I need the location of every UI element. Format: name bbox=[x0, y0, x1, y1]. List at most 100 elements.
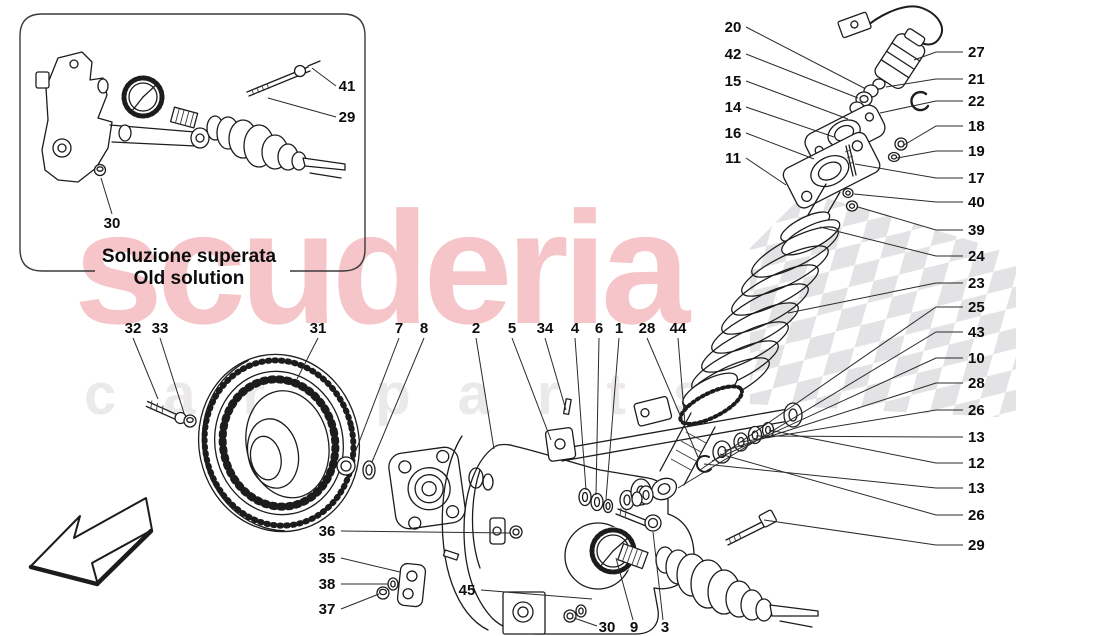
part-label-right-column-39[interactable]: 39 bbox=[968, 222, 985, 239]
part-label-top-row-44[interactable]: 44 bbox=[670, 320, 687, 337]
part-label-right-column-12[interactable]: 12 bbox=[968, 455, 985, 472]
leader-line-45 bbox=[480, 589, 593, 600]
part-label-right-column-17[interactable]: 17 bbox=[968, 170, 985, 187]
part-label-top-row-4[interactable]: 4 bbox=[571, 320, 580, 337]
part-label-top-row-5[interactable]: 5 bbox=[508, 320, 516, 337]
leader-line-5 bbox=[511, 337, 552, 441]
part-label-right-column-40[interactable]: 40 bbox=[968, 194, 985, 211]
leader-line-20 bbox=[745, 26, 865, 89]
part-label-bottom-30[interactable]: 30 bbox=[599, 619, 616, 636]
leader-line-3 bbox=[652, 531, 664, 621]
part-label-left-column-14[interactable]: 14 bbox=[725, 99, 742, 116]
leader-line-26 bbox=[740, 409, 963, 443]
shock-lower-body bbox=[631, 372, 744, 507]
part-label-right-column-23[interactable]: 23 bbox=[968, 275, 985, 292]
part-label-top-row-1[interactable]: 1 bbox=[615, 320, 623, 337]
leader-line-21 bbox=[885, 78, 963, 88]
part-label-top-row-7[interactable]: 7 bbox=[395, 320, 403, 337]
part-label-top-row-32[interactable]: 32 bbox=[125, 320, 142, 337]
leader-line-26 bbox=[719, 453, 963, 516]
leader-line-31 bbox=[296, 337, 319, 380]
part-label-inset-29[interactable]: 29 bbox=[339, 109, 356, 126]
brake-disc bbox=[197, 353, 361, 533]
part-label-bottom-35[interactable]: 35 bbox=[319, 550, 336, 567]
leader-line-28 bbox=[646, 337, 699, 458]
leader-line-36 bbox=[340, 530, 512, 534]
part-label-bottom-3[interactable]: 3 bbox=[661, 619, 669, 636]
part-label-right-column-13[interactable]: 13 bbox=[968, 429, 985, 446]
part-label-right-column-43[interactable]: 43 bbox=[968, 324, 985, 341]
watermark-carparts: car parts bbox=[84, 362, 753, 427]
leader-line-24 bbox=[819, 226, 963, 257]
leader-line-4 bbox=[574, 337, 587, 491]
part-label-right-column-13[interactable]: 13 bbox=[968, 480, 985, 497]
direction-arrow-icon bbox=[28, 497, 154, 587]
part-label-left-column-15[interactable]: 15 bbox=[725, 73, 742, 90]
leader-line-17 bbox=[854, 163, 963, 179]
part-label-inset-41[interactable]: 41 bbox=[339, 78, 356, 95]
part-label-top-row-34[interactable]: 34 bbox=[537, 320, 554, 337]
part-label-top-row-6[interactable]: 6 bbox=[595, 320, 603, 337]
leader-line-30 bbox=[100, 177, 113, 215]
leader-line-10 bbox=[711, 357, 963, 462]
part-label-top-row-8[interactable]: 8 bbox=[420, 320, 428, 337]
leader-line-13 bbox=[703, 463, 963, 489]
leader-line-6 bbox=[595, 337, 600, 496]
part-label-right-column-27[interactable]: 27 bbox=[968, 44, 985, 61]
part-label-right-column-22[interactable]: 22 bbox=[968, 93, 985, 110]
part-label-right-column-26[interactable]: 26 bbox=[968, 402, 985, 419]
stud-nut bbox=[183, 414, 197, 428]
wheel-hub bbox=[336, 446, 494, 530]
leader-line-30 bbox=[573, 617, 598, 627]
inset-caption: Soluzione superata Old solution bbox=[72, 246, 306, 291]
leader-line-29 bbox=[763, 519, 963, 546]
leader-line-1 bbox=[605, 337, 620, 500]
old-solution-inset-drawing bbox=[35, 51, 346, 183]
wheel-stud bbox=[145, 400, 187, 425]
leader-line-35 bbox=[340, 557, 401, 573]
part-label-top-row-28[interactable]: 28 bbox=[639, 320, 656, 337]
part-label-left-column-11[interactable]: 11 bbox=[725, 150, 741, 167]
part-label-top-row-2[interactable]: 2 bbox=[472, 320, 480, 337]
part-label-right-column-10[interactable]: 10 bbox=[968, 350, 985, 367]
camber-plate-hardware bbox=[376, 549, 587, 623]
leader-line-8 bbox=[371, 337, 425, 463]
leader-line-11 bbox=[745, 157, 787, 186]
part-label-bottom-38[interactable]: 38 bbox=[319, 576, 336, 593]
part-label-top-row-31[interactable]: 31 bbox=[310, 320, 327, 337]
part-label-right-column-24[interactable]: 24 bbox=[968, 248, 985, 265]
part-label-left-column-20[interactable]: 20 bbox=[725, 19, 742, 36]
part-label-bottom-36[interactable]: 36 bbox=[319, 523, 336, 540]
leader-line-2 bbox=[475, 337, 495, 450]
watermark-scuderia: scuderia bbox=[74, 178, 690, 357]
part-label-left-column-16[interactable]: 16 bbox=[725, 125, 742, 142]
drive-shaft bbox=[617, 543, 819, 628]
part-label-right-column-25[interactable]: 25 bbox=[968, 299, 985, 316]
leader-line-29 bbox=[267, 97, 337, 118]
part-label-bottom-9[interactable]: 9 bbox=[630, 619, 638, 636]
leader-line-22 bbox=[879, 100, 963, 114]
part-label-right-column-21[interactable]: 21 bbox=[968, 71, 985, 88]
lower-mount-bolt bbox=[725, 509, 777, 546]
part-label-inset-30[interactable]: 30 bbox=[104, 215, 121, 232]
part-label-top-row-33[interactable]: 33 bbox=[152, 320, 169, 337]
leader-line-32 bbox=[132, 337, 159, 400]
part-label-right-column-28[interactable]: 28 bbox=[968, 375, 985, 392]
part-label-right-column-29[interactable]: 29 bbox=[968, 537, 985, 554]
part-label-bottom-37[interactable]: 37 bbox=[319, 601, 336, 618]
part-label-right-column-18[interactable]: 18 bbox=[968, 118, 985, 135]
leader-line-23 bbox=[787, 282, 963, 314]
inset-box bbox=[19, 13, 366, 272]
leader-line-9 bbox=[615, 557, 634, 621]
leader-line-40 bbox=[853, 193, 963, 203]
part-label-left-column-42[interactable]: 42 bbox=[725, 46, 742, 63]
part-label-right-column-19[interactable]: 19 bbox=[968, 143, 985, 160]
part-label-right-column-26[interactable]: 26 bbox=[968, 507, 985, 524]
part-label-bottom-45[interactable]: 45 bbox=[459, 582, 476, 599]
leader-line-7 bbox=[352, 337, 400, 459]
